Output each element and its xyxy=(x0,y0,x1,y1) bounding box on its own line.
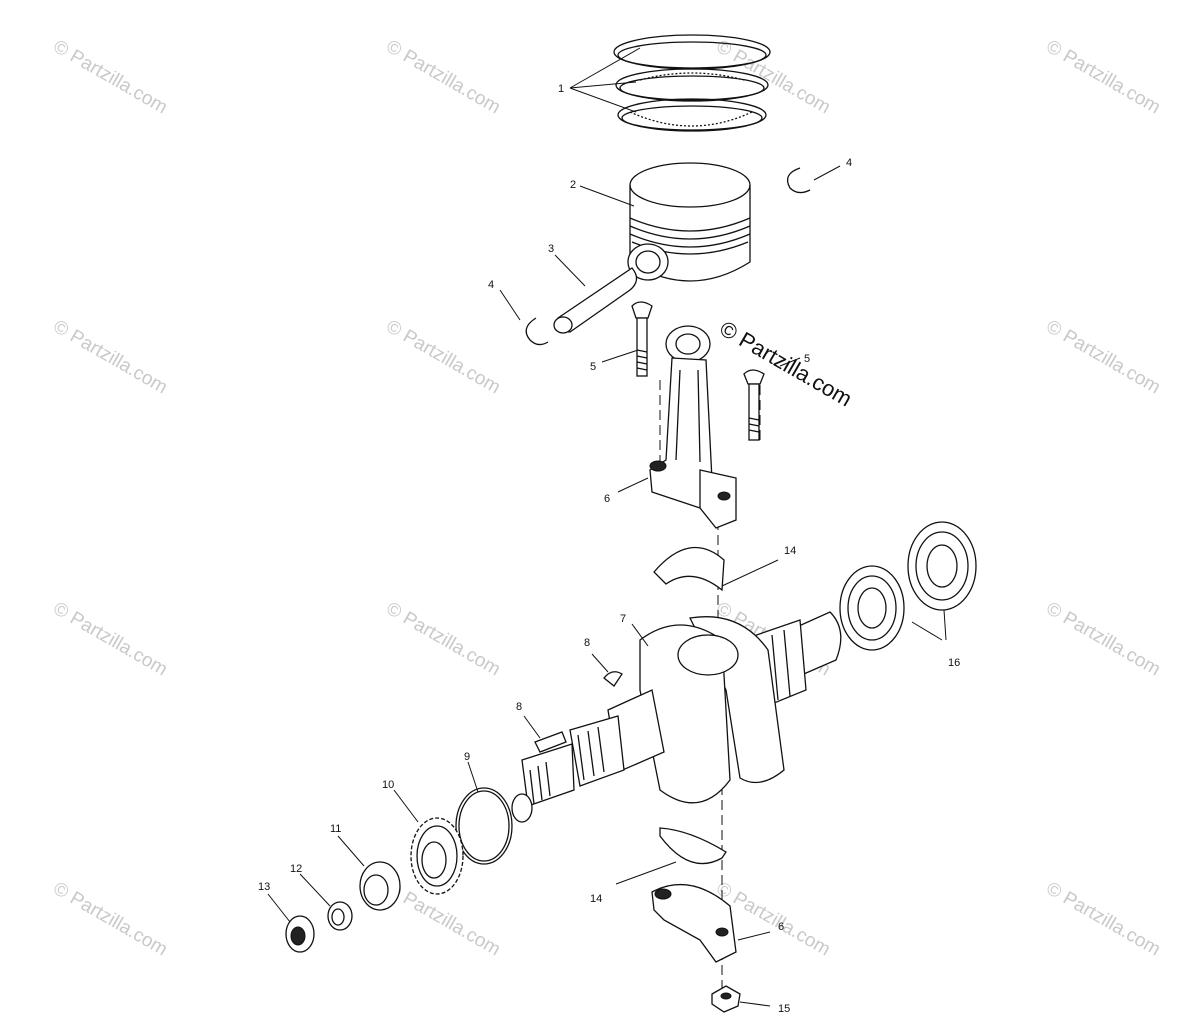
washer xyxy=(327,901,353,931)
hex-nut xyxy=(285,915,315,953)
watermark: © Partzilla.com xyxy=(383,316,504,398)
connecting-rod xyxy=(649,325,737,529)
watermark: © Partzilla.com xyxy=(1043,316,1164,398)
castle-nut xyxy=(359,861,401,911)
piston xyxy=(627,162,751,282)
callout-4: 4 xyxy=(488,279,494,291)
main-bearings xyxy=(839,521,977,651)
watermark: © Partzilla.com xyxy=(1043,878,1164,960)
woodruff-key xyxy=(534,671,623,753)
o-ring xyxy=(455,787,513,865)
rod-bolt xyxy=(631,301,765,441)
watermark: © Partzilla.com xyxy=(383,598,504,680)
callout-14: 14 xyxy=(590,893,602,905)
crankshaft xyxy=(511,611,842,823)
callout-11: 11 xyxy=(330,823,341,835)
callout-1: 1 xyxy=(558,83,564,95)
rod-bearing-shell xyxy=(653,546,727,865)
callout-16: 16 xyxy=(948,657,960,669)
watermark: © Partzilla.com xyxy=(383,36,504,118)
callout-15: 15 xyxy=(778,1003,790,1015)
sprocket xyxy=(410,817,464,895)
piston-rings xyxy=(613,34,771,132)
callout-5: 5 xyxy=(804,353,810,365)
callout-13: 13 xyxy=(258,881,270,893)
callout-5: 5 xyxy=(590,361,596,373)
watermark: © Partzilla.com xyxy=(50,316,171,398)
wrist-pin xyxy=(553,267,638,334)
watermark: © Partzilla.com xyxy=(50,878,171,960)
callout-2: 2 xyxy=(570,179,576,191)
watermark: © Partzilla.com xyxy=(50,598,171,680)
watermark: © Partzilla.com xyxy=(1043,598,1164,680)
callout-8: 8 xyxy=(584,637,590,649)
callout-6: 6 xyxy=(778,921,784,933)
callout-14: 14 xyxy=(784,545,796,557)
watermark: © Partzilla.com xyxy=(50,36,171,118)
callout-9: 9 xyxy=(464,751,470,763)
watermark: © Partzilla.com xyxy=(1043,36,1164,118)
callout-7: 7 xyxy=(620,613,626,625)
callout-3: 3 xyxy=(548,243,554,255)
callout-6: 6 xyxy=(604,493,610,505)
callout-8: 8 xyxy=(516,701,522,713)
callout-12: 12 xyxy=(290,863,302,875)
rod-cap xyxy=(651,883,737,963)
assembly-axis xyxy=(659,380,761,990)
callout-4: 4 xyxy=(846,157,852,169)
callout-labels: 1 2 3 4 4 5 5 6 6 7 8 8 9 10 11 12 13 14… xyxy=(258,83,960,1015)
leader-lines xyxy=(267,47,947,1007)
callout-10: 10 xyxy=(382,779,394,791)
rod-nut xyxy=(711,985,741,1013)
circlip xyxy=(525,167,811,346)
